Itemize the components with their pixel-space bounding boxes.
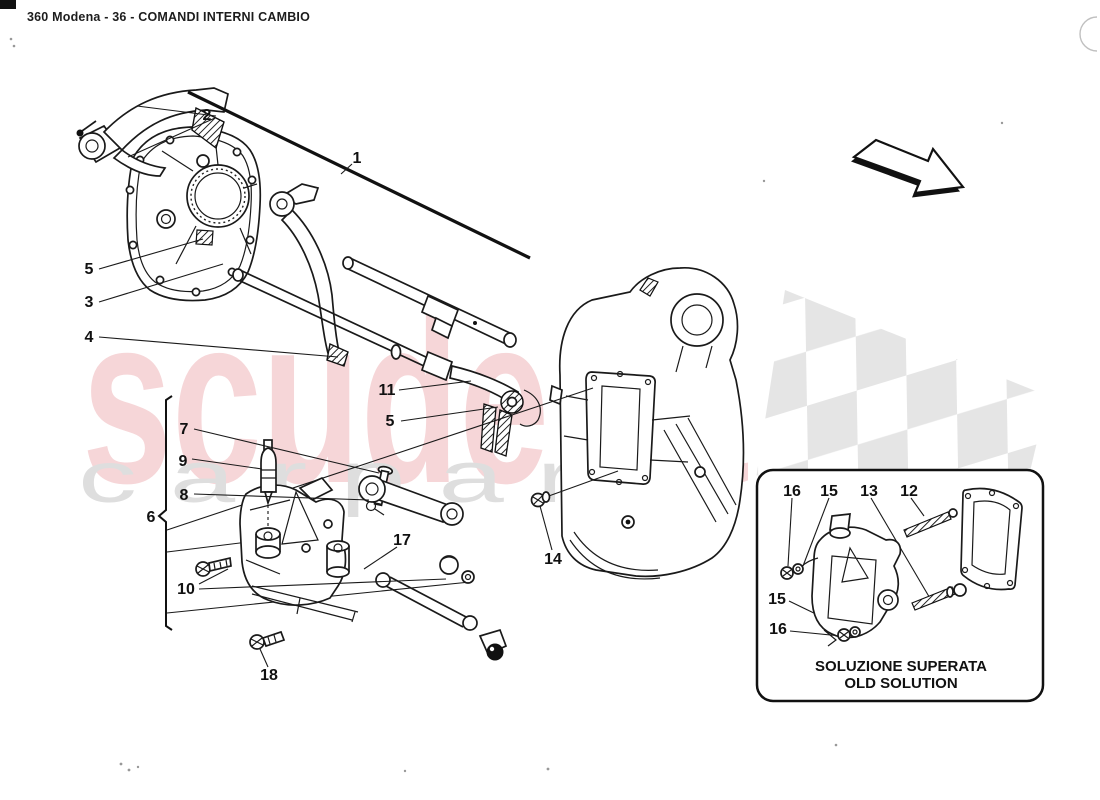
callout-3: 3 — [85, 294, 94, 311]
base-plate — [251, 585, 359, 623]
lower-boss — [326, 540, 350, 578]
selector-fork-right — [449, 364, 541, 457]
callout-13: 13 — [860, 483, 878, 500]
selector-fork-center — [269, 183, 349, 367]
inset-caption-line2: OLD SOLUTION — [844, 675, 957, 692]
inset-gasket — [960, 487, 1023, 591]
bushing-part5 — [195, 229, 214, 246]
callout-10: 10 — [177, 581, 195, 598]
selector-rod-1 — [342, 256, 517, 348]
callout-15a: 15 — [820, 483, 838, 500]
group-bracket-6 — [157, 395, 173, 631]
callout-leaders — [98, 105, 553, 668]
selector-rod-2 — [232, 268, 454, 382]
gasket-holes — [588, 370, 652, 486]
page-title: 360 Modena - 36 - COMANDI INTERNI CAMBIO — [27, 10, 311, 24]
inset-nuts-washers — [780, 563, 861, 642]
callout-9: 9 — [179, 453, 188, 470]
callout-16b: 16 — [769, 621, 787, 638]
bolt-part14 — [530, 491, 551, 508]
callout-11: 11 — [379, 382, 396, 399]
scan-arc-mark — [1079, 16, 1098, 52]
inset-housing — [800, 513, 902, 647]
spring-plunger-part9 — [255, 439, 281, 559]
scan-corner-mark — [0, 0, 16, 9]
callout-8: 8 — [180, 487, 189, 504]
selector-housing-assembly — [195, 439, 508, 661]
link-rod — [375, 572, 508, 661]
inset-caption-line1: SOLUZIONE SUPERATA — [815, 658, 987, 675]
callout-numbers: 1 2 5 3 4 11 5 7 9 8 6 17 10 14 18 — [85, 107, 562, 684]
reference-line — [545, 470, 619, 498]
gearbox-casing — [549, 267, 745, 580]
bolt-part18 — [249, 630, 286, 650]
callout-7: 7 — [180, 421, 189, 438]
callout-15b: 15 — [768, 591, 786, 608]
dome-nut-part12 — [953, 583, 967, 597]
callout-5b: 5 — [386, 413, 395, 430]
callout-1: 1 — [353, 150, 362, 167]
callout-12: 12 — [900, 483, 918, 500]
callout-6: 6 — [147, 509, 156, 526]
callout-5a: 5 — [85, 261, 94, 278]
inset-callout-numbers: 16 15 13 12 15 16 — [768, 483, 918, 638]
callout-14: 14 — [544, 551, 562, 568]
callout-18: 18 — [260, 667, 278, 684]
selector-fork-top — [76, 87, 229, 177]
callout-17: 17 — [393, 532, 411, 549]
callout-4: 4 — [85, 329, 94, 346]
reference-line — [166, 387, 594, 531]
inset-old-solution: 16 15 13 12 15 16 SOLUZIONE SUPERATA OLD… — [755, 468, 1045, 703]
stud-part13-upper — [903, 511, 952, 538]
scan-specks — [9, 37, 1004, 773]
bolt-part10 — [195, 556, 232, 577]
plug-part17 — [439, 555, 459, 575]
direction-arrow-icon — [851, 138, 966, 198]
callout-2: 2 — [203, 107, 212, 124]
callout-16a: 16 — [783, 483, 801, 500]
selector-shaft-line — [187, 90, 531, 260]
